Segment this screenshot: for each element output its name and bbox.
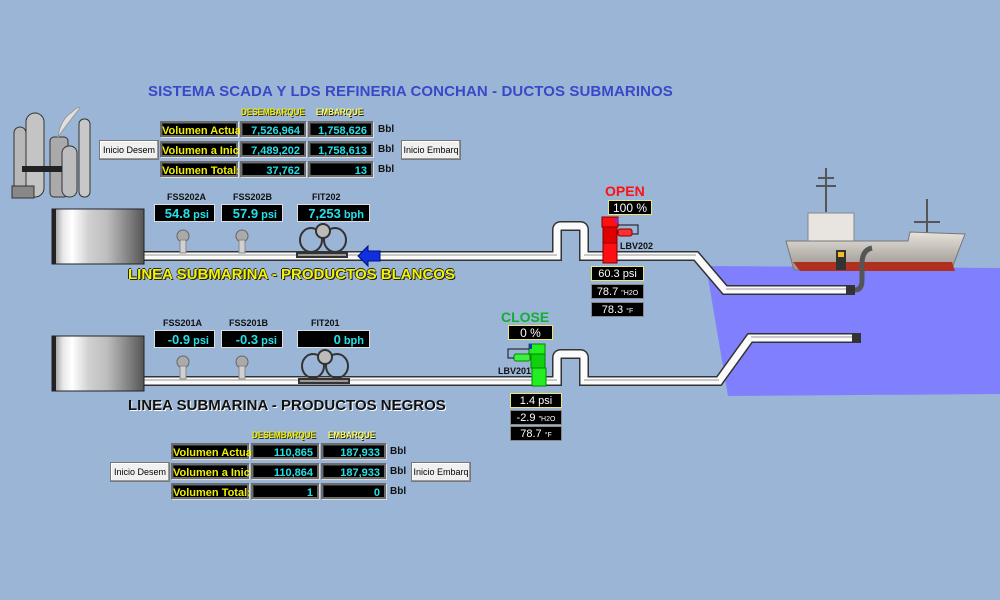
unit: psi [193,209,209,221]
unit-label: Bbl [378,144,395,155]
refinery-icon [11,107,91,199]
unit-label: Bbl [390,486,407,497]
storage-tank-icon [51,335,145,392]
desembarque-value: 110,864 [251,463,319,479]
loading-hose-icon [854,245,873,293]
pressure-readout-lbv201: 1.4 psi [510,393,562,408]
col-header-desembarque: DESEMBARQUE [241,107,305,117]
inicio-embarq-button-bottom[interactable]: Inicio Embarq [411,462,471,482]
embarque-value: 1,758,613 [308,141,373,157]
value: -0.9 [167,332,191,347]
valve-state-lbv202: OPEN [605,183,645,199]
sensor-tag-fit201: FIT201 [311,318,340,328]
unit-label: Bbl [390,446,407,457]
row-label: Volumen Total: [160,161,240,177]
flowmeter-icon [296,223,348,258]
desembarque-value: 1 [251,483,319,499]
valve-icon[interactable] [601,216,639,264]
desembarque-value: 7,489,202 [240,141,306,157]
col-header-embarque: EMBARQUE [316,107,364,117]
sensor-tag-fss202a: FSS202A [167,192,207,202]
row-label: Volumen Total: [171,483,251,499]
inicio-desem-button-bottom[interactable]: Inicio Desem [110,462,170,482]
desembarque-value: 37,762 [240,161,306,177]
unit: "H2O [538,416,556,423]
unit-label: Bbl [390,466,407,477]
sensor-tag-fss201a: FSS201A [163,318,203,328]
unit-label: Bbl [378,124,395,135]
col-header-embarque: EMBARQUE [328,430,376,440]
unit: "H2O [621,290,639,297]
inicio-embarq-button-top[interactable]: Inicio Embarq [401,140,461,160]
unit: °F [544,432,552,439]
value: 0 [333,332,341,347]
page-title: SISTEMA SCADA Y LDS REFINERIA CONCHAN - … [148,83,673,100]
pipe-negros [140,333,861,386]
value: 78.3 [601,304,624,316]
embarque-value: 0 [321,483,386,499]
diff-readout-lbv202: 78.7 "H2O [591,284,644,299]
pressure-switch-icon [235,229,249,254]
sensor-tag-fit202: FIT202 [312,192,341,202]
flow-direction-arrow-icon [357,244,381,268]
pressure-switch-icon [176,355,190,380]
unit: bph [343,335,364,347]
valve-state-lbv201: CLOSE [501,309,550,325]
desembarque-value: 7,526,964 [240,121,306,137]
desembarque-value: 110,865 [251,443,319,459]
sea-area [706,266,1000,396]
valve-tag-lbv202[interactable]: LBV202 [620,241,654,251]
unit-label: Bbl [378,164,395,175]
line-label-blancos: LINEA SUBMARINA - PRODUCTOS BLANCOS [128,266,455,283]
value: 78.7 [520,428,542,440]
row-label: Volumen a Inicio: [160,141,252,157]
valve-tag-lbv201[interactable]: LBV201 [498,366,532,376]
row-label: Volumen a Inicio: [171,463,263,479]
unit: psi [261,209,277,221]
tanker-ship-icon [785,168,966,271]
line-label-negros: LINEA SUBMARINA - PRODUCTOS NEGROS [128,397,446,414]
temp-readout-lbv202: 78.3 °F [591,302,644,317]
embarque-value: 187,933 [321,463,386,479]
sensor-tag-fss201b: FSS201B [229,318,269,328]
pressure-switch-icon [176,229,190,254]
valve-icon[interactable] [507,343,547,387]
unit: psi [261,335,277,347]
value: -0.3 [235,332,259,347]
value: -2.9 [516,412,536,424]
value: 7,253 [308,206,341,221]
row-label: Volumen Actual: [160,121,248,137]
col-header-desembarque: DESEMBARQUE [252,430,316,440]
unit: °F [626,308,634,315]
value: 54.8 [164,206,191,221]
inicio-desem-button-top[interactable]: Inicio Desem [99,140,159,160]
diff-readout-lbv201: -2.9 "H2O [510,410,562,425]
embarque-value: 13 [308,161,373,177]
sensor-tag-fss202b: FSS202B [233,192,273,202]
value: 57.9 [232,206,259,221]
temp-readout-lbv201: 78.7 °F [510,426,562,441]
unit: bph [343,209,364,221]
value: 78.7 [596,286,619,298]
pressure-switch-icon [235,355,249,380]
embarque-value: 187,933 [321,443,386,459]
valve-percent-lbv202: 100 % [608,200,652,215]
pressure-readout-lbv202: 60.3 psi [591,266,644,281]
flowmeter-icon [298,349,350,384]
valve-percent-lbv201: 0 % [508,325,553,340]
embarque-value: 1,758,626 [308,121,373,137]
row-label: Volumen Actual: [171,443,259,459]
unit: psi [193,335,209,347]
storage-tank-icon [51,208,145,265]
